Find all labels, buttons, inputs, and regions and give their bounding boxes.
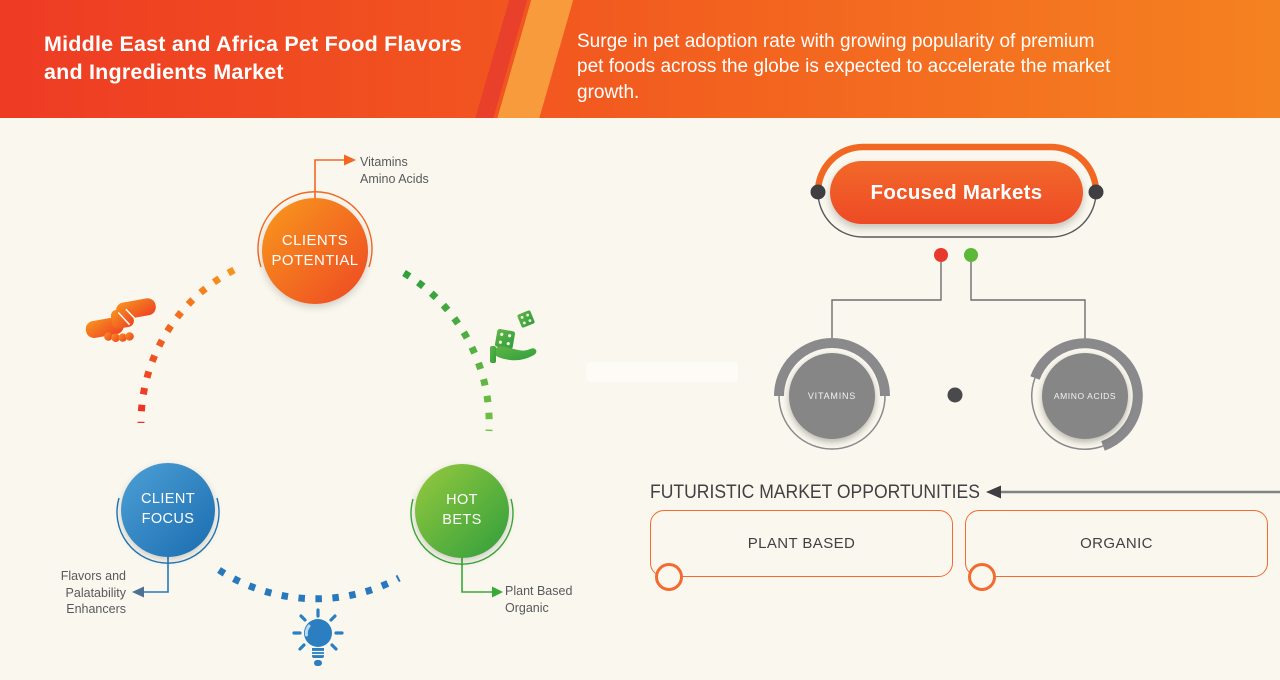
node-hot-bets: HOT BETS [415,464,509,558]
organic-label: ORGANIC [1080,535,1153,552]
lightbulb-icon [292,608,344,674]
heading-arrow-icon [986,485,1001,499]
stadium-right-dot [1088,184,1104,200]
vitamins-label: VITAMINS [807,391,857,401]
node-amino-acids: AMINO ACIDS [1042,353,1128,439]
organic-corner-ring-icon [968,563,996,591]
focused-markets-banner: Focused Markets [830,161,1083,224]
watermark [586,362,738,382]
plant-based-label: PLANT BASED [747,535,856,552]
opportunities-heading: FUTURISTIC MARKET OPPORTUNITIES [650,481,980,503]
plant-based-corner-ring-icon [655,563,683,591]
vitamins-callout-line [314,159,346,198]
green-dot [964,248,978,262]
node-client-focus: CLIENT FOCUS [121,463,215,557]
flavors-arrow-icon [132,586,144,598]
center-dot [947,387,963,403]
header-banner: Middle East and Africa Pet Food Flavors … [0,0,1280,118]
client-focus-label: CLIENT FOCUS [141,491,195,527]
opportunity-box-organic: ORGANIC [965,510,1268,577]
hand-with-dice-icon [488,304,548,366]
node-vitamins: VITAMINS [789,353,875,439]
callout-plant-based-organic: Plant Based Organic [505,584,573,615]
opportunity-box-plant-based: PLANT BASED [650,510,953,577]
handshake-icon [84,296,160,348]
vitamins-arrow-icon [344,154,356,166]
connector-to-vitamins [831,262,942,343]
dotted-arc-bottom [217,567,401,603]
hot-bets-label: HOT BETS [442,492,482,528]
connector-to-amino-acids [970,262,1086,343]
stadium-left-dot [810,184,826,200]
red-dot [934,248,948,262]
node-clients-potential: CLIENTS POTENTIAL [262,198,368,304]
header-subtitle: Surge in pet adoption rate with growing … [577,31,1111,103]
plant-arrow-icon [492,586,503,598]
page-title: Middle East and Africa Pet Food Flavors … [44,32,462,85]
dotted-arc-right [402,269,493,432]
clients-potential-label: CLIENTS POTENTIAL [271,231,359,269]
callout-vitamins-amino-acids: Vitamins Amino Acids [360,155,429,186]
flavors-callout-line [142,557,169,593]
callout-flavors-palatability: Flavors and Palatability Enhancers [60,569,126,616]
amino-acids-label: AMINO ACIDS [1053,391,1117,401]
focused-markets-title: Focused Markets [870,180,1043,204]
plant-callout-line [461,558,494,593]
